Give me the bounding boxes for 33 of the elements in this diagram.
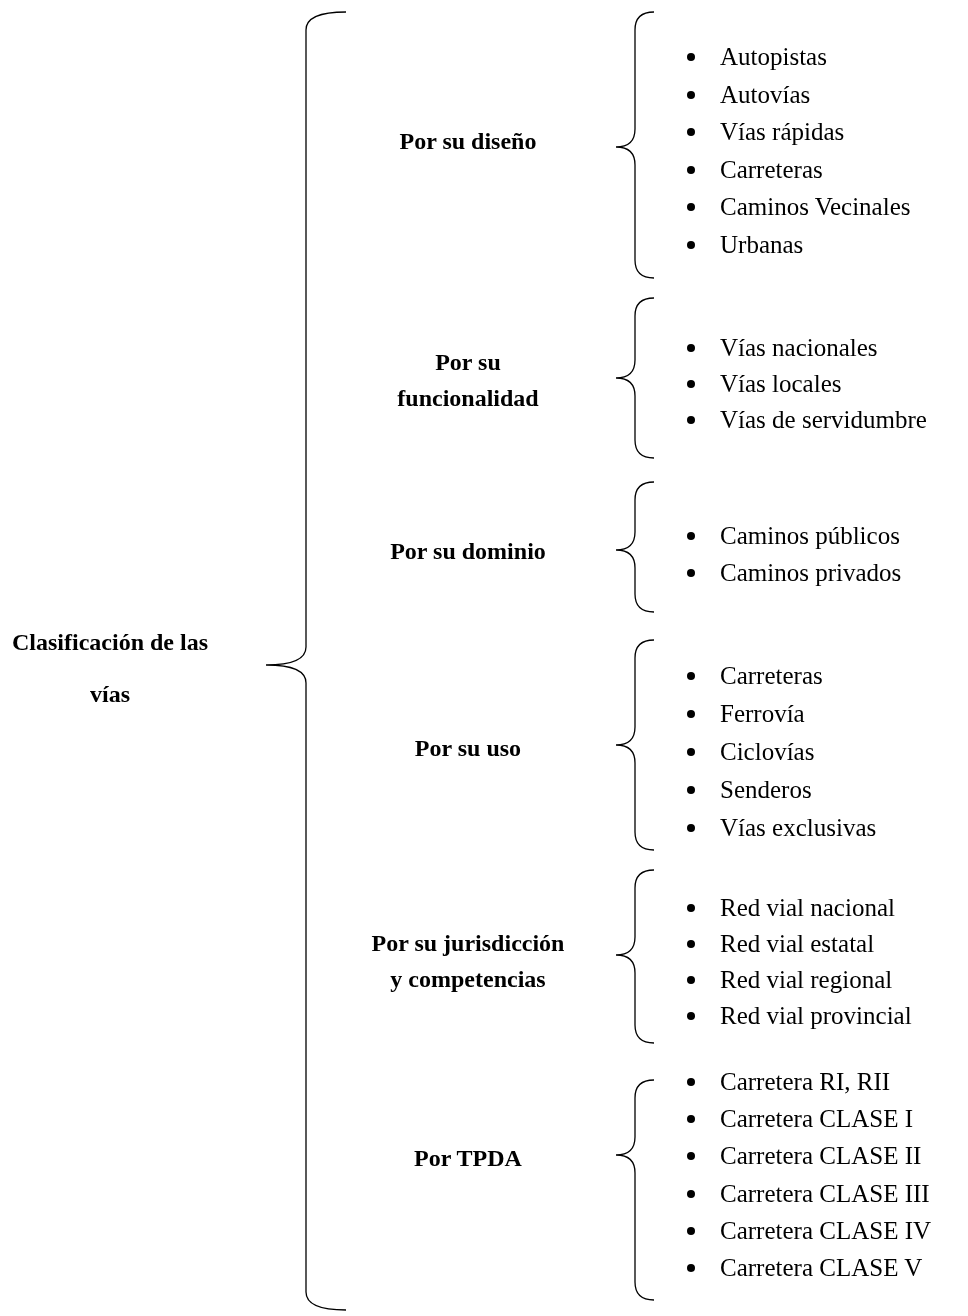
category-heading: Por su uso xyxy=(413,734,523,763)
bullet-item: Carreteras xyxy=(684,154,823,185)
category-heading: Por su funcionalidad xyxy=(396,348,540,413)
bullet-item: Carretera CLASE I xyxy=(684,1104,913,1135)
bullet-item: Vías de servidumbre xyxy=(684,405,927,435)
bullet-item: Red vial provincial xyxy=(684,1001,912,1031)
category-heading: Por su diseño xyxy=(398,127,538,156)
bullet-item: Caminos Vecinales xyxy=(684,192,911,222)
bullet-item: Senderos xyxy=(684,775,812,805)
bullet-item: Carretera CLASE III xyxy=(684,1178,930,1209)
root-heading: Clasificación de las vías xyxy=(11,628,209,709)
category-heading: Por su dominio xyxy=(389,537,547,566)
bullet-item: Vías locales xyxy=(684,369,842,399)
bullet-item: Autovías xyxy=(684,79,811,110)
bullet-item: Caminos públicos xyxy=(684,521,900,551)
bullet-item: Caminos privados xyxy=(684,558,902,588)
bullet-item: Carretera CLASE V xyxy=(684,1253,923,1283)
bullet-item: Carretera CLASE IV xyxy=(684,1215,932,1246)
bullet-item: Red vial nacional xyxy=(684,893,895,923)
bullet-item: Carreteras xyxy=(684,661,823,691)
bullet-item: Carretera CLASE II xyxy=(684,1141,922,1172)
bullet-item: Urbanas xyxy=(684,229,804,260)
category-heading: Por su jurisdicción y competencias xyxy=(370,929,566,994)
bullet-item: Ferrovía xyxy=(684,699,805,729)
bullet-item: Vías exclusivas xyxy=(684,813,877,843)
bullet-item: Vías rápidas xyxy=(684,117,845,147)
bullet-item: Red vial estatal xyxy=(684,929,875,959)
bullet-item: Vías nacionales xyxy=(684,333,878,363)
bullet-item: Red vial regional xyxy=(684,965,893,995)
bullet-item: Ciclovías xyxy=(684,737,815,767)
bullet-item: Autopistas xyxy=(684,42,827,72)
bullet-item: Carretera RI, RII xyxy=(684,1067,891,1097)
category-heading: Por TPDA xyxy=(413,1144,523,1173)
